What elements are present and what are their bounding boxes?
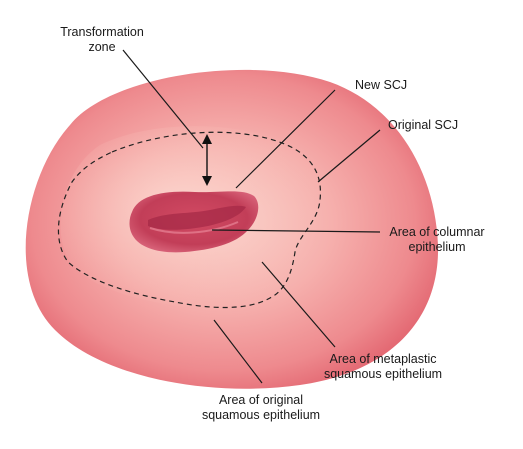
os-highlight [149, 221, 239, 234]
original-scj-dashed-line [57, 131, 322, 309]
label-transformation-zone: Transformation zone [50, 25, 154, 55]
label-columnar-line2: epithelium [408, 240, 466, 254]
label-original-scj-text: Original SCJ [388, 118, 459, 132]
label-original-squamous-line1: Area of original [218, 393, 304, 407]
label-original-squamous-line2: squamous epithelium [201, 408, 321, 422]
label-columnar-line1: Area of columnar [389, 225, 485, 239]
label-new-scj: New SCJ [355, 78, 407, 93]
leader-metaplastic [261, 261, 336, 348]
label-metaplastic-line2: squamous epithelium [323, 367, 443, 381]
leader-lines [122, 49, 381, 384]
label-metaplastic-line1: Area of metaplastic [329, 352, 437, 366]
leader-new-scj [235, 89, 336, 189]
leader-transformation-zone [122, 49, 204, 149]
label-transformation-zone-line2: zone [88, 40, 116, 54]
os-inner-fold [148, 205, 246, 230]
label-metaplastic-epithelium: Area of metaplastic squamous epithelium [312, 352, 454, 382]
label-transformation-zone-line1: Transformation [60, 25, 144, 39]
label-original-squamous-epithelium: Area of original squamous epithelium [190, 393, 332, 423]
leader-original-scj [317, 129, 381, 183]
label-original-scj: Original SCJ [388, 118, 458, 133]
transformation-zone-width-arrow [202, 134, 212, 186]
leader-columnar [211, 229, 381, 233]
label-columnar-epithelium: Area of columnar epithelium [377, 225, 497, 255]
label-new-scj-text: New SCJ [355, 78, 408, 92]
leader-original-squamous [213, 319, 263, 384]
